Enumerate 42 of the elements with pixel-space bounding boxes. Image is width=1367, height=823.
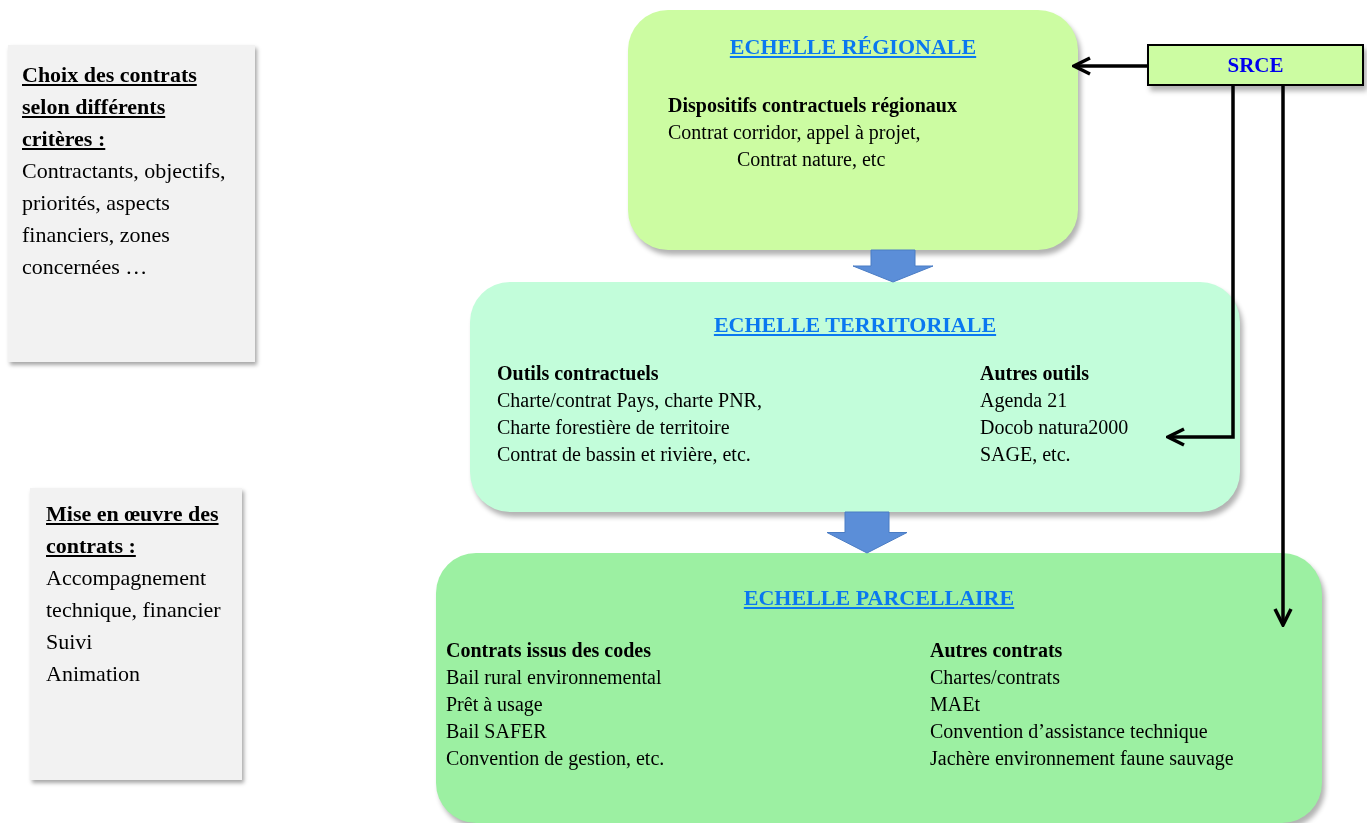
list-item: Convention de gestion, etc. — [446, 746, 665, 771]
list-item: Bail SAFER — [446, 719, 547, 744]
list-item: Docob natura2000 — [980, 415, 1129, 440]
list-item: Convention d’assistance technique — [930, 719, 1208, 744]
list-item: Jachère environnement faune sauvage — [930, 746, 1234, 771]
list-item: Charte/contrat Pays, charte PNR, — [497, 388, 762, 413]
box-label: SRCE — [1226, 52, 1285, 78]
note-text: Accompagnement technique, financier — [46, 564, 222, 624]
subheading: Contrats issus des codes — [446, 638, 652, 663]
note-heading: Choix des contrats selon différents critères : — [22, 61, 198, 153]
note-heading: Mise en œuvre des contrats : — [46, 500, 220, 560]
note-panel — [30, 488, 242, 780]
process-box — [1147, 44, 1364, 86]
rounded-box — [436, 553, 1322, 823]
subheading: Autres contrats — [930, 638, 1063, 663]
list-item: MAEt — [930, 692, 980, 717]
list-item: Contrat corridor, appel à projet, — [668, 120, 921, 145]
arrow — [1072, 56, 1147, 76]
subheading: Dispositifs contractuels régionaux — [668, 93, 957, 118]
heading: ECHELLE RÉGIONALE — [728, 34, 978, 60]
list-item: Charte forestière de territoire — [497, 415, 730, 440]
list-item: Agenda 21 — [980, 388, 1068, 413]
list-item: Prêt à usage — [446, 692, 543, 717]
list-item: Contrat de bassin et rivière, etc. — [497, 442, 751, 467]
heading: ECHELLE TERRITORIALE — [712, 312, 998, 338]
note-text: Suivi — [46, 628, 94, 656]
rounded-box — [470, 282, 1240, 512]
heading: ECHELLE PARCELLAIRE — [742, 585, 1016, 611]
arrow — [1166, 86, 1235, 447]
subheading: Autres outils — [980, 361, 1090, 386]
list-item: Contrat nature, etc — [737, 147, 886, 172]
subheading: Outils contractuels — [497, 361, 659, 386]
list-item: Bail rural environnemental — [446, 665, 662, 690]
block-arrow — [826, 511, 908, 554]
block-arrow — [852, 249, 934, 283]
note-text: Animation — [46, 660, 142, 688]
list-item: Chartes/contrats — [930, 665, 1060, 690]
arrow — [1273, 86, 1293, 627]
note-text: Contractants, objectifs, priorités, aspects financiers, zones concernées … — [22, 157, 227, 281]
list-item: SAGE, etc. — [980, 442, 1071, 467]
note-panel — [8, 45, 255, 362]
rounded-box — [628, 10, 1078, 250]
